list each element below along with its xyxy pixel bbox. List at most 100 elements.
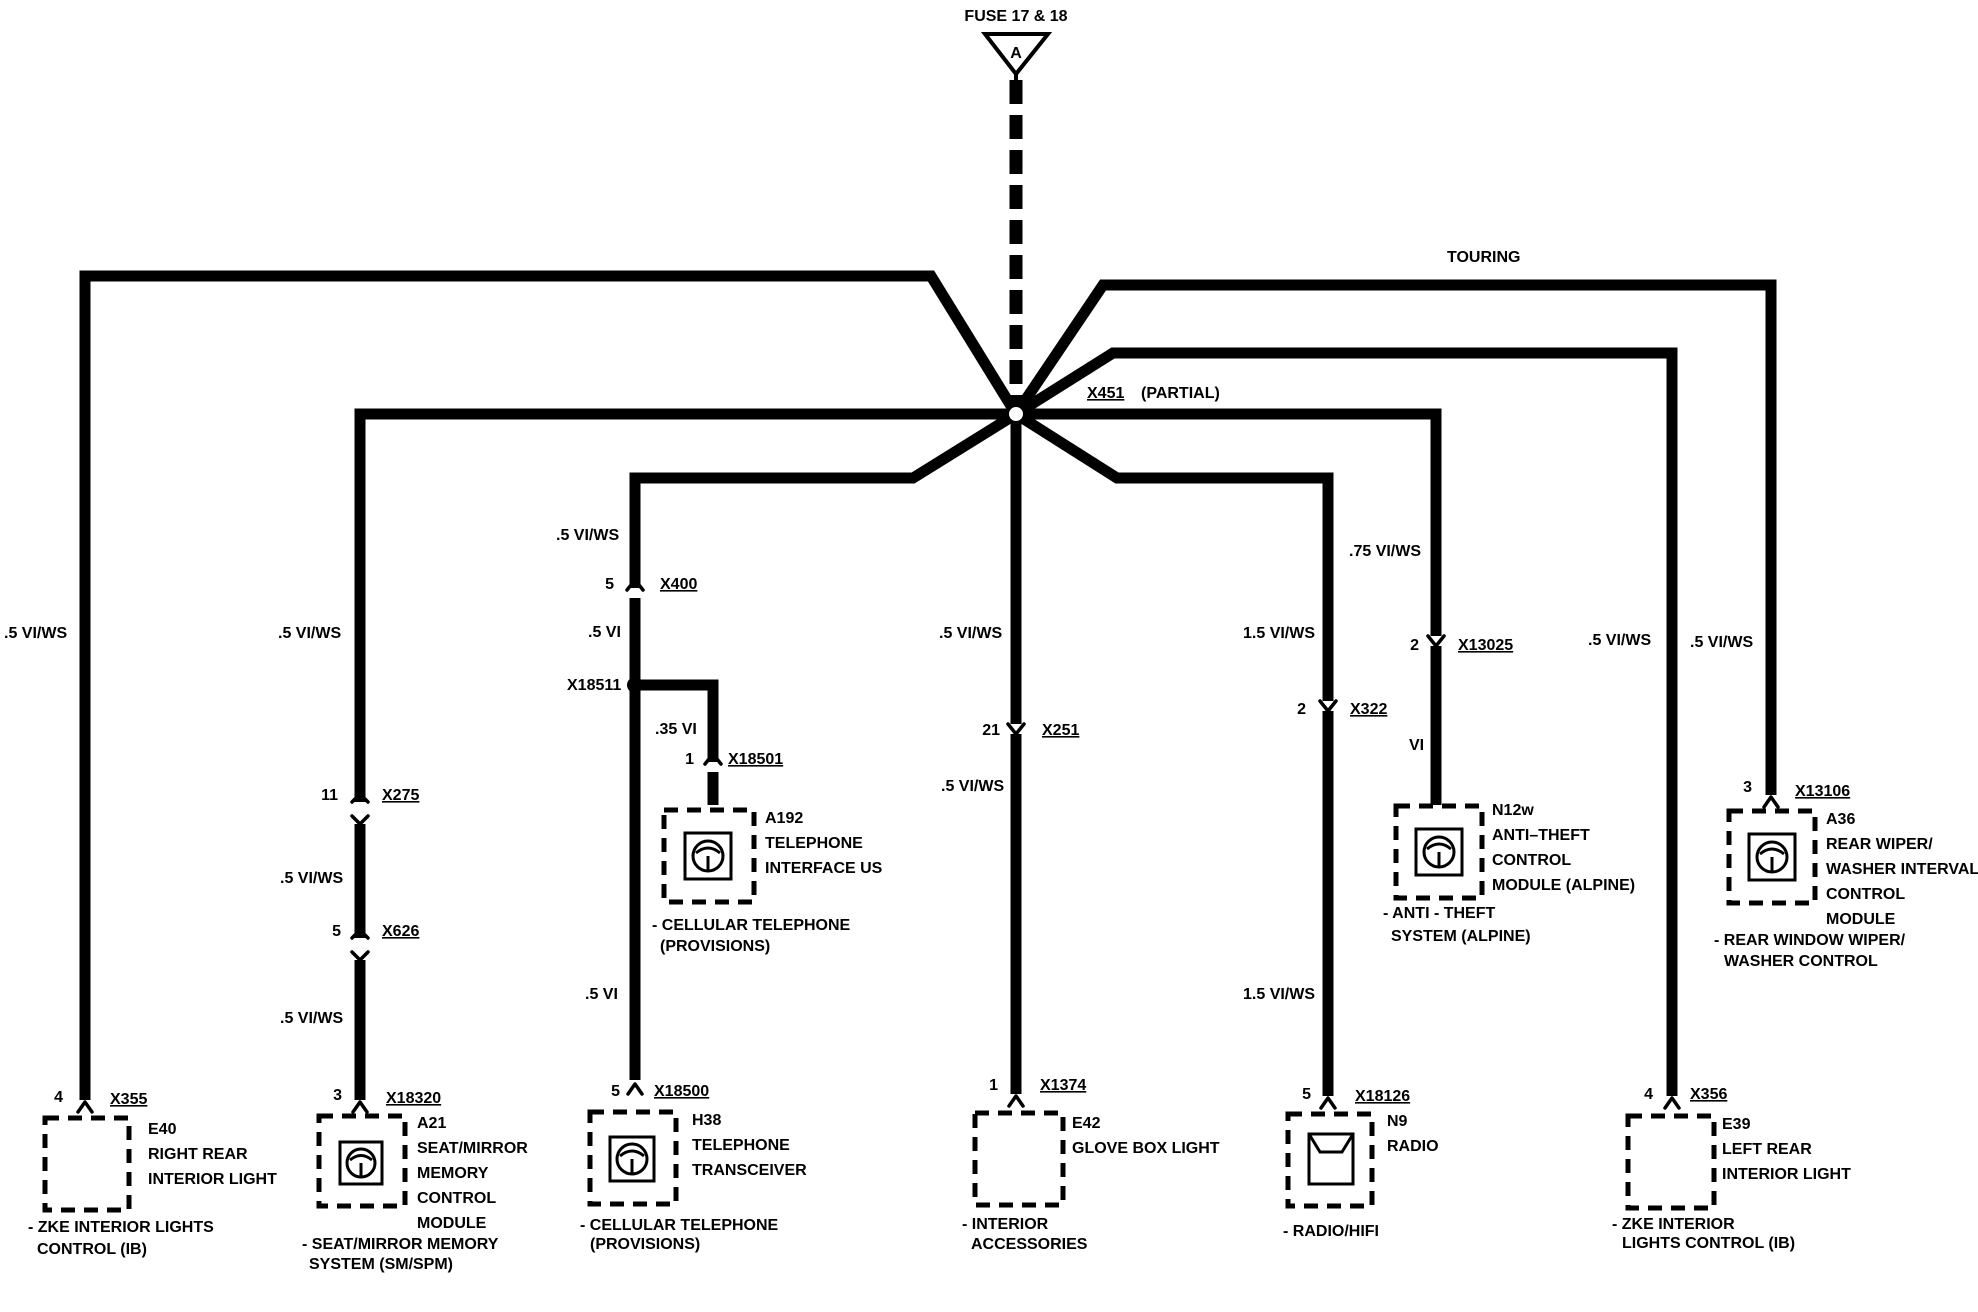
splice-x18511: [627, 677, 643, 693]
component-a36: 3 X13106 A36 REAR WIPER/ WASHER INTERVAL…: [1714, 779, 1978, 970]
component-n9-name: RADIO: [1387, 1138, 1439, 1155]
connector-x18126-pin: 5: [1302, 1086, 1311, 1103]
component-a192-name-1: TELEPHONE: [765, 835, 863, 852]
connector-x18500-id: X18500: [654, 1083, 709, 1100]
component-e42-system-1: - INTERIOR: [962, 1216, 1049, 1233]
module-icon: [1414, 827, 1464, 877]
wire-label-n9-top: 1.5 VI/WS: [1243, 625, 1315, 642]
component-a36-name-2: WASHER INTERVAL: [1826, 861, 1978, 878]
connector-x13106-pin: 3: [1743, 779, 1752, 796]
component-a36-system-1: - REAR WINDOW WIPER/: [1714, 932, 1906, 949]
wire-a36: [1011, 279, 1777, 805]
module-icon: [338, 1140, 384, 1186]
module-icon: [683, 831, 733, 881]
wire-label-e40: .5 VI/WS: [4, 625, 67, 642]
connector-x400-id: X400: [660, 576, 697, 593]
component-e40-box: [42, 1115, 132, 1213]
connector-x626-id: X626: [382, 923, 419, 940]
connector-x322-pin: 2: [1297, 701, 1306, 718]
component-n12w-system-1: - ANTI - THEFT: [1383, 905, 1496, 922]
component-e39-box: [1625, 1113, 1717, 1211]
component-a21-box: [316, 1113, 408, 1209]
module-icon: [608, 1135, 656, 1183]
wire-label-h38-top: .5 VI/WS: [556, 527, 619, 544]
connector-x251: 21 X251: [982, 722, 1079, 739]
wires: [79, 270, 1777, 1108]
radio-icon: [1307, 1132, 1355, 1186]
fuse-label: FUSE 17 & 18: [964, 8, 1067, 25]
component-e40: 4 X355 E40 RIGHT REAR INTERIOR LIGHT - Z…: [28, 1089, 277, 1258]
component-e40-name-1: RIGHT REAR: [148, 1146, 248, 1163]
connector-x1374-pin: 1: [989, 1077, 998, 1094]
inline-connectors: 11 X275 5 X626 5 X400 1 X18501 21 X251: [321, 576, 1513, 962]
component-a36-code: A36: [1826, 811, 1855, 828]
connector-x355-id: X355: [110, 1091, 147, 1108]
component-a21-name-4: MODULE: [417, 1215, 487, 1232]
component-n9-system-1: - RADIO/HIFI: [1283, 1223, 1379, 1240]
component-e40-system-2: CONTROL (IB): [37, 1241, 147, 1258]
component-e39-name-2: INTERIOR LIGHT: [1722, 1166, 1851, 1183]
component-a192-code: A192: [765, 810, 803, 827]
fuse-connector-symbol: A: [980, 32, 1053, 80]
component-e42: 1 X1374 E42 GLOVE BOX LIGHT - INTERIOR A…: [962, 1077, 1220, 1253]
connector-x13025-id: X13025: [1458, 637, 1513, 654]
component-e42-system-2: ACCESSORIES: [971, 1236, 1088, 1253]
connector-x13106-id: X13106: [1795, 783, 1850, 800]
fuse-connector-letter: A: [1010, 45, 1022, 62]
component-e42-name: GLOVE BOX LIGHT: [1072, 1140, 1220, 1157]
component-a36-name-3: CONTROL: [1826, 886, 1905, 903]
wire-label-a21-top: .5 VI/WS: [278, 625, 341, 642]
connector-x400: 5 X400: [605, 576, 697, 598]
component-e40-name-2: INTERIOR LIGHT: [148, 1171, 277, 1188]
component-e39-code: E39: [1722, 1116, 1751, 1133]
component-e39: 4 X356 E39 LEFT REAR INTERIOR LIGHT - ZK…: [1612, 1086, 1851, 1252]
connector-x18126-id: X18126: [1355, 1088, 1410, 1105]
component-h38-box: [587, 1109, 679, 1207]
wire-label-h38-mid: .5 VI: [588, 624, 621, 641]
connector-x626: 5 X626: [332, 923, 419, 962]
component-a192-system-2: (PROVISIONS): [660, 938, 770, 955]
component-h38: 5 X18500 H38 TELEPHONE TRANSCEIVER - CEL…: [580, 1080, 807, 1253]
connector-x18500-pin: 5: [611, 1083, 620, 1100]
wire-e40: [79, 270, 1021, 1108]
component-n9-code: N9: [1387, 1113, 1408, 1130]
connector-x322-id: X322: [1350, 701, 1387, 718]
wire-label-n12w-bottom: VI: [1409, 737, 1424, 754]
splice-note: (PARTIAL): [1141, 385, 1220, 402]
component-e40-code: E40: [148, 1121, 177, 1138]
connector-x626-pin: 5: [332, 923, 341, 940]
component-n12w-name-2: CONTROL: [1492, 852, 1571, 869]
component-a21-name-2: MEMORY: [417, 1165, 489, 1182]
component-e39-system-1: - ZKE INTERIOR: [1612, 1216, 1735, 1233]
component-n9: 5 X18126 N9 RADIO - RADIO/HIFI: [1283, 1086, 1439, 1240]
wire-a192-branch: [635, 679, 719, 805]
connector-x355-pin: 4: [54, 1089, 63, 1106]
component-n12w-name-1: ANTI–THEFT: [1492, 827, 1590, 844]
wire-a21: [354, 408, 1016, 1108]
wire-labels: .5 VI/WS .5 VI/WS .5 VI/WS .5 VI/WS .5 V…: [4, 527, 1753, 1027]
wire-e39: [1013, 347, 1678, 1108]
component-n12w-name-3: MODULE (ALPINE): [1492, 877, 1635, 894]
splice-x451: [1005, 403, 1027, 425]
connector-x1374-id: X1374: [1040, 1077, 1086, 1094]
connector-x275: 11 X275: [321, 787, 419, 826]
wire-label-e39: .5 VI/WS: [1588, 632, 1651, 649]
splice-id: X451: [1087, 385, 1124, 402]
wire-label-a192: .35 VI: [655, 721, 697, 738]
component-h38-code: H38: [692, 1112, 721, 1129]
connector-x275-pin: 11: [321, 787, 338, 804]
component-n12w: N12w ANTI–THEFT CONTROL MODULE (ALPINE) …: [1383, 802, 1635, 945]
connector-x400-pin: 5: [605, 576, 614, 593]
connector-x13025-pin: 2: [1410, 637, 1419, 654]
component-n12w-system-2: SYSTEM (ALPINE): [1391, 928, 1531, 945]
connector-x18501: 1 X18501: [685, 751, 783, 772]
component-a192: A192 TELEPHONE INTERFACE US - CELLULAR T…: [652, 807, 883, 955]
wire-label-a21-bottom: .5 VI/WS: [280, 1010, 343, 1027]
component-e39-name-1: LEFT REAR: [1722, 1141, 1812, 1158]
component-a21-name-1: SEAT/MIRROR: [417, 1140, 528, 1157]
wire-n9: [1013, 409, 1334, 1108]
component-e40-system-1: - ZKE INTERIOR LIGHTS: [28, 1219, 214, 1236]
connector-x275-id: X275: [382, 787, 419, 804]
connector-x251-pin: 21: [982, 722, 1000, 739]
